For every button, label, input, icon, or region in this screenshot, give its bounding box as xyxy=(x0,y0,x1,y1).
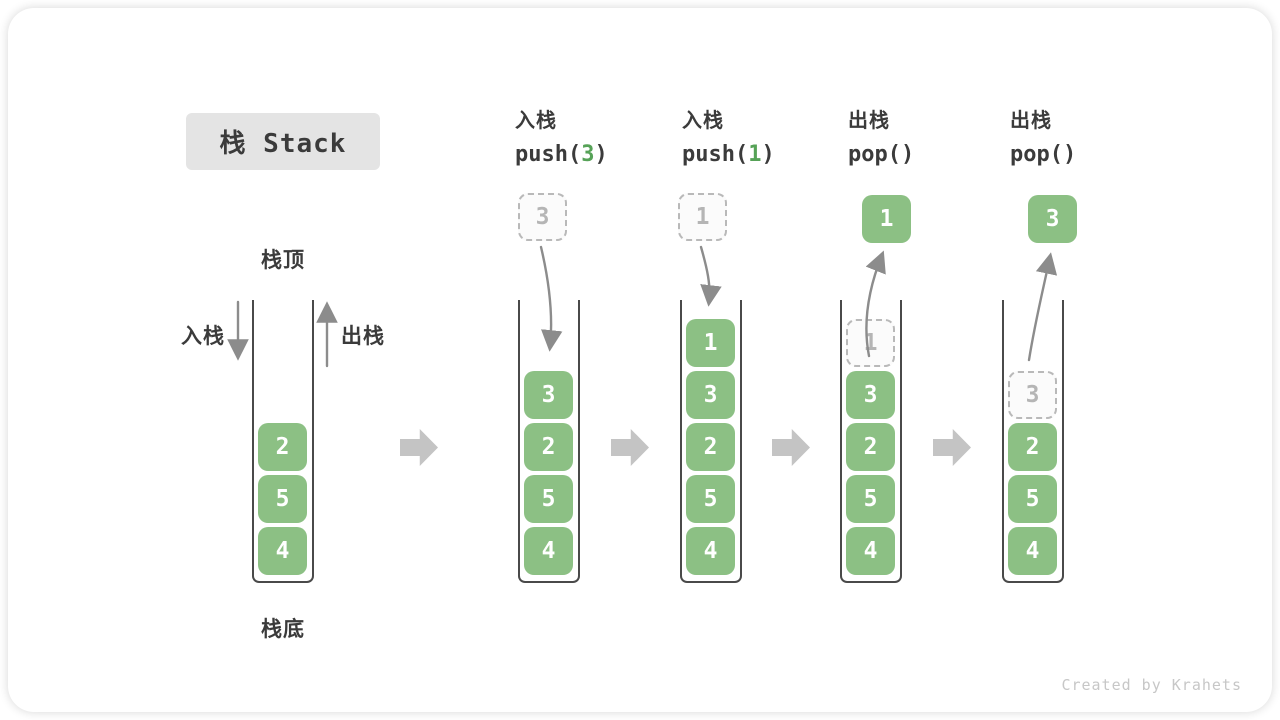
stack-item: 2 xyxy=(686,423,735,471)
stack-item: 5 xyxy=(524,475,573,523)
stack-item: 5 xyxy=(686,475,735,523)
stack-container-3: 1 3 2 5 4 xyxy=(680,300,742,583)
stack-item: 2 xyxy=(524,423,573,471)
incoming-element-3: 3 xyxy=(518,193,567,241)
stack-item: 3 xyxy=(846,371,895,419)
stack-item: 4 xyxy=(1008,527,1057,575)
incoming-element-1: 1 xyxy=(678,193,727,241)
stack-item: 5 xyxy=(846,475,895,523)
stack-bottom-label: 栈底 xyxy=(261,618,305,641)
stack-item: 2 xyxy=(1008,423,1057,471)
operation-label-pop-1: 出栈 pop() xyxy=(848,104,1008,167)
stack-container-5: 3 2 5 4 xyxy=(1002,300,1064,583)
operation-code: pop() xyxy=(848,142,915,167)
stack-item: 1 xyxy=(686,319,735,367)
stack-item: 3 xyxy=(524,371,573,419)
stack-item: 4 xyxy=(686,527,735,575)
diagram-title: 栈 Stack xyxy=(186,113,380,170)
operation-name: 出栈 xyxy=(848,110,890,132)
stack-item: 5 xyxy=(258,475,307,523)
stack-item: 3 xyxy=(686,371,735,419)
operation-arg: 3 xyxy=(581,142,595,167)
pop-side-label: 出栈 xyxy=(341,325,385,348)
stack-item: 4 xyxy=(524,527,573,575)
operation-code: push(3) xyxy=(515,142,608,167)
operation-arg: 1 xyxy=(748,142,762,167)
stack-item: 2 xyxy=(846,423,895,471)
popped-element-3: 3 xyxy=(1028,195,1077,243)
operation-name: 出栈 xyxy=(1010,110,1052,132)
push-side-label: 入栈 xyxy=(181,325,225,348)
popped-element-1: 1 xyxy=(862,195,911,243)
stack-container-1: 2 5 4 xyxy=(252,300,314,583)
operation-label-push-1: 入栈 push(1) xyxy=(682,104,842,167)
stack-item: 5 xyxy=(1008,475,1057,523)
stack-container-4: 1 3 2 5 4 xyxy=(840,300,902,583)
operation-code: push(1) xyxy=(682,142,775,167)
stack-top-label: 栈顶 xyxy=(261,249,305,272)
diagram-title-text: 栈 Stack xyxy=(219,129,347,159)
operation-code: pop() xyxy=(1010,142,1077,167)
ghost-item: 3 xyxy=(1008,371,1057,419)
stack-item: 4 xyxy=(846,527,895,575)
stack-item: 4 xyxy=(258,527,307,575)
operation-label-push-3: 入栈 push(3) xyxy=(515,104,675,167)
operation-label-pop-3: 出栈 pop() xyxy=(1010,104,1170,167)
ghost-item: 1 xyxy=(846,319,895,367)
operation-name: 入栈 xyxy=(515,110,557,132)
stack-item: 2 xyxy=(258,423,307,471)
operation-name: 入栈 xyxy=(682,110,724,132)
watermark: Created by Krahets xyxy=(1061,676,1242,694)
stack-container-2: 3 2 5 4 xyxy=(518,300,580,583)
